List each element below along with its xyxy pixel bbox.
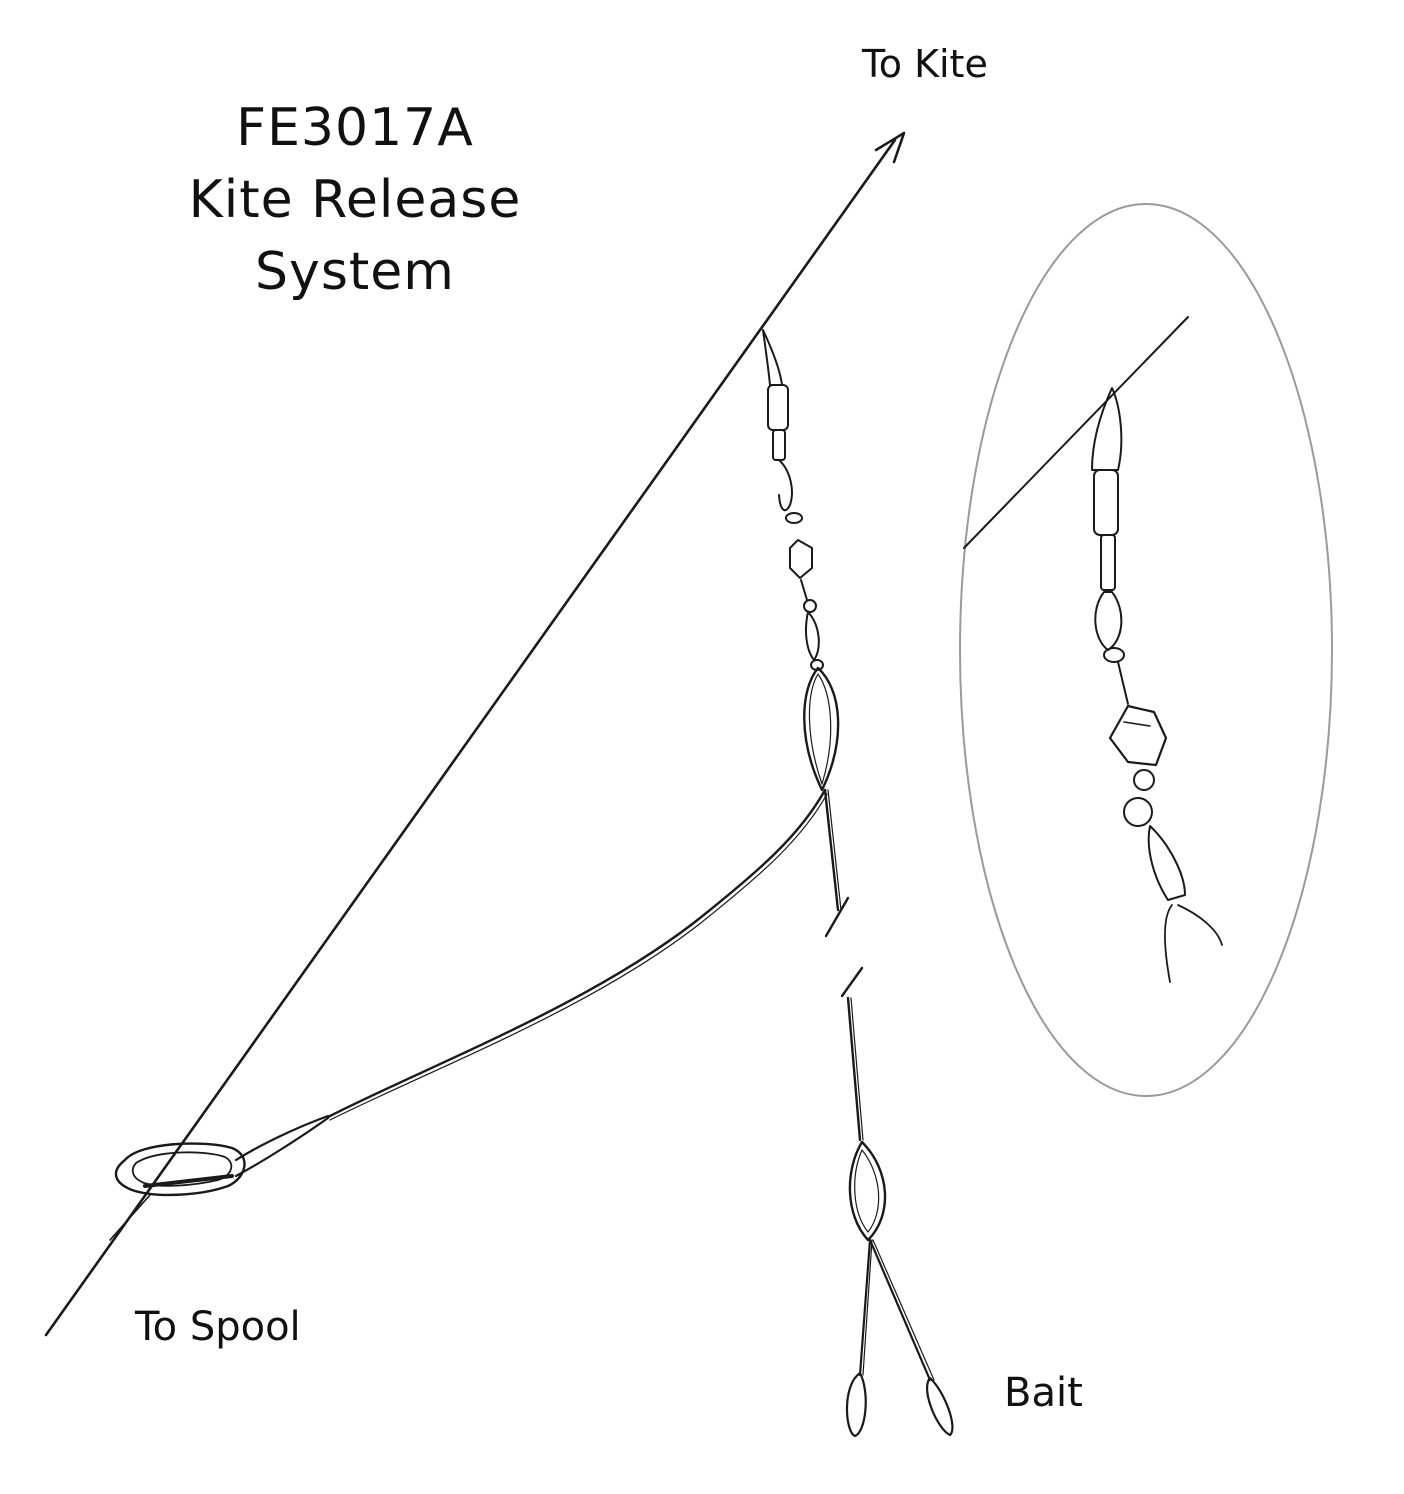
to-spool-label: To Spool [135,1304,301,1350]
swivel-chain [762,329,824,671]
bait-leader-upper [823,788,850,938]
lower-leader-loop [848,1140,887,1242]
inset-detail [959,203,1333,1097]
arrow-to-kite-icon [874,131,906,164]
title-line-model: FE3017A [236,98,474,158]
diagram-title: FE3017A Kite Release System [120,92,590,308]
bait-leader-lower [840,966,864,1142]
bait-bridle [845,1238,954,1438]
upper-leader-loop [803,666,840,792]
bait-label: Bait [1004,1370,1083,1416]
release-leader-line [326,788,828,1121]
main-kite-line [44,138,897,1337]
title-line-system: System [255,242,455,302]
title-line-name: Kite Release [188,170,522,230]
to-kite-label: To Kite [862,42,988,86]
release-clip-ring [114,1114,330,1197]
